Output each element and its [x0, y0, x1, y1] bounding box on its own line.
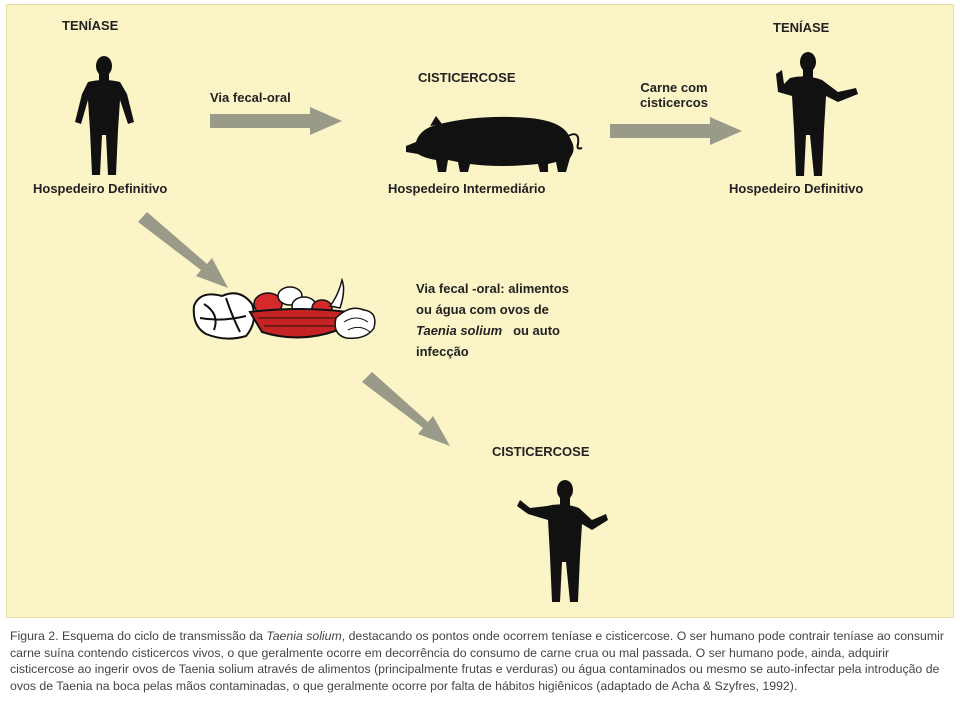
arrow-label-carne-line2: cisticercos	[640, 95, 708, 110]
figure-caption: Figura 2. Esquema do ciclo de transmissã…	[10, 628, 950, 694]
human-silhouette-left	[75, 56, 134, 175]
caption-part1: Figura 2. Esquema do ciclo de transmissã…	[10, 629, 267, 643]
host-definitivo-right: Hospedeiro Definitivo	[729, 181, 864, 196]
human-silhouette-right	[776, 52, 858, 176]
caption-species: Taenia solium	[266, 629, 342, 643]
host-definitivo-left: Hospedeiro Definitivo	[33, 181, 168, 196]
food-basket-illustration	[192, 277, 376, 340]
label-cisticercose-top: CISTICERCOSE	[418, 70, 516, 85]
pig-silhouette	[406, 116, 583, 172]
arrow-fecal-oral	[210, 107, 342, 135]
label-cisticercose-bottom: CISTICERCOSE	[492, 444, 590, 459]
arrow-to-food	[138, 212, 228, 288]
arrow-label-fecal-oral: Via fecal-oral	[210, 90, 291, 105]
arrow-to-cisticercose	[362, 372, 450, 446]
food-note-line3-rest: ou auto	[513, 323, 560, 338]
food-note-species: Taenia solium	[416, 323, 503, 338]
food-note-line1: Via fecal -oral: alimentos	[416, 281, 569, 296]
host-intermediario: Hospedeiro Intermediário	[388, 181, 546, 196]
food-note-line2: ou água com ovos de	[416, 302, 549, 317]
food-transmission-note: Via fecal -oral: alimentos ou água com o…	[416, 278, 569, 362]
caption-part2: , destacando os pontos onde ocorrem tení…	[10, 629, 944, 693]
diagram-art	[75, 52, 858, 602]
label-teniase-right: TENÍASE	[773, 20, 830, 35]
arrow-label-carne-line1: Carne com	[640, 80, 708, 95]
food-note-line4: infecção	[416, 344, 469, 359]
human-silhouette-bottom	[517, 480, 608, 602]
arrow-carne-com-cisticercos	[610, 117, 742, 145]
food-note-line3: Taenia solium ou auto	[416, 320, 569, 341]
label-teniase-left: TENÍASE	[62, 18, 119, 33]
